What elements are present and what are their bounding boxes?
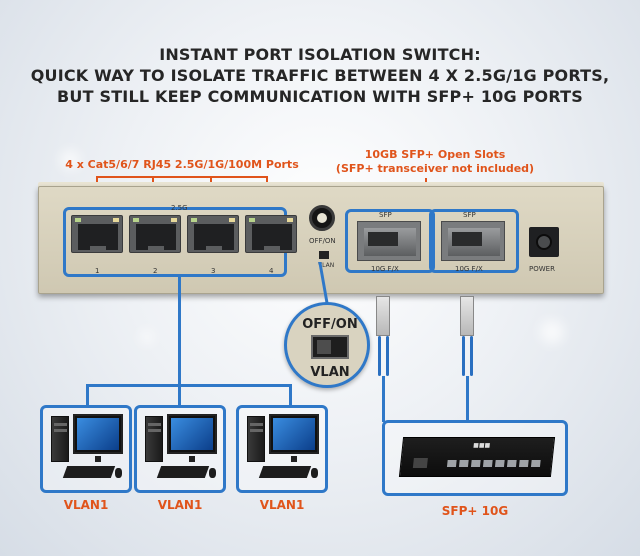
uplink-line: [466, 376, 469, 422]
power-label: POWER: [529, 265, 555, 273]
mouse-icon: [311, 468, 318, 478]
toggle-sub-label: VLAN: [318, 262, 335, 269]
monitor-icon: [269, 414, 319, 454]
fiber-cable: [386, 336, 389, 376]
pc-tower-icon: [145, 416, 163, 462]
sfp-transceiver: [376, 296, 390, 336]
client-pc-frame: [134, 405, 226, 493]
monitor-icon: [73, 414, 123, 454]
headline-line-1: INSTANT PORT ISOLATION SWITCH:: [159, 45, 481, 64]
mouse-icon: [115, 468, 122, 478]
client-pc-frame: [236, 405, 328, 493]
headline-line-2: QUICK WAY TO ISOLATE TRAFFIC BETWEEN 4 X…: [30, 66, 610, 85]
sfp-slot-frame: [345, 209, 435, 273]
client-vlan-label: VLAN1: [259, 498, 305, 512]
rj45-bracket-tick: [152, 176, 154, 186]
fiber-cable: [462, 336, 465, 376]
port-number: 2: [153, 267, 158, 275]
sfp-bottom-label: 10G F/X: [455, 265, 483, 273]
client-vlan-label: VLAN1: [63, 498, 109, 512]
keyboard-icon: [62, 466, 116, 478]
headline: INSTANT PORT ISOLATION SWITCH: QUICK WAY…: [0, 44, 640, 107]
rj45-ports-callout: 4 x Cat5/6/7 RJ45 2.5G/1G/100M Ports: [65, 158, 299, 171]
client-vlan-label: VLAN1: [157, 498, 203, 512]
pc-tower-icon: [247, 416, 265, 462]
mouse-icon: [209, 468, 216, 478]
zoom-bottom-label: VLAN: [310, 365, 350, 380]
sfp-switch-icon: ■■■: [398, 437, 556, 477]
sfp-top-label: SFP: [379, 211, 392, 219]
switch-top-edge: [38, 182, 604, 188]
fiber-cable: [378, 336, 381, 376]
sfp-callout-line-2: (SFP+ transceiver not included): [335, 162, 535, 175]
port-number: 4: [269, 267, 274, 275]
rj45-bracket-tick: [210, 176, 212, 186]
monitor-icon: [167, 414, 217, 454]
port-number: 3: [211, 267, 216, 275]
keyboard-icon: [258, 466, 312, 478]
sfp-top-label: SFP: [463, 211, 476, 219]
toggle-label: OFF/ON: [309, 237, 336, 245]
client-pc-frame: [40, 405, 132, 493]
sfp-slot[interactable]: [441, 221, 505, 261]
uplink-line: [382, 376, 385, 422]
sfp-slot[interactable]: [357, 221, 421, 261]
vlan-toggle-switch[interactable]: [319, 251, 329, 259]
power-jack[interactable]: [529, 227, 559, 257]
sfp-transceiver: [460, 296, 474, 336]
rj45-bracket: [96, 176, 268, 186]
link-line: [178, 384, 181, 406]
sfp-callout-line-1: 10GB SFP+ Open Slots: [364, 148, 506, 161]
reset-knob[interactable]: [309, 205, 335, 231]
rj45-port[interactable]: [187, 215, 239, 253]
headline-line-3: BUT STILL KEEP COMMUNICATION WITH SFP+ 1…: [57, 87, 583, 106]
pc-tower-icon: [51, 416, 69, 462]
vlan-toggle-zoom: OFF/ON VLAN: [284, 302, 370, 388]
rj45-port[interactable]: [71, 215, 123, 253]
link-line: [86, 384, 292, 387]
rj45-group-label: 2.5G: [171, 204, 188, 212]
uplink-switch-frame: ■■■: [382, 420, 568, 496]
rj45-port[interactable]: [245, 215, 297, 253]
rj45-port[interactable]: [129, 215, 181, 253]
uplink-label: SFP+ 10G: [441, 504, 509, 518]
zoom-top-label: OFF/ON: [302, 317, 358, 332]
fiber-cable: [470, 336, 473, 376]
port-number: 1: [95, 267, 100, 275]
link-line: [178, 276, 181, 386]
sfp-slot-frame: [429, 209, 519, 273]
zoom-toggle-switch: [311, 335, 349, 359]
sfp-bottom-label: 10G F/X: [371, 265, 399, 273]
link-line: [289, 384, 292, 406]
keyboard-icon: [156, 466, 210, 478]
link-line: [86, 384, 89, 406]
